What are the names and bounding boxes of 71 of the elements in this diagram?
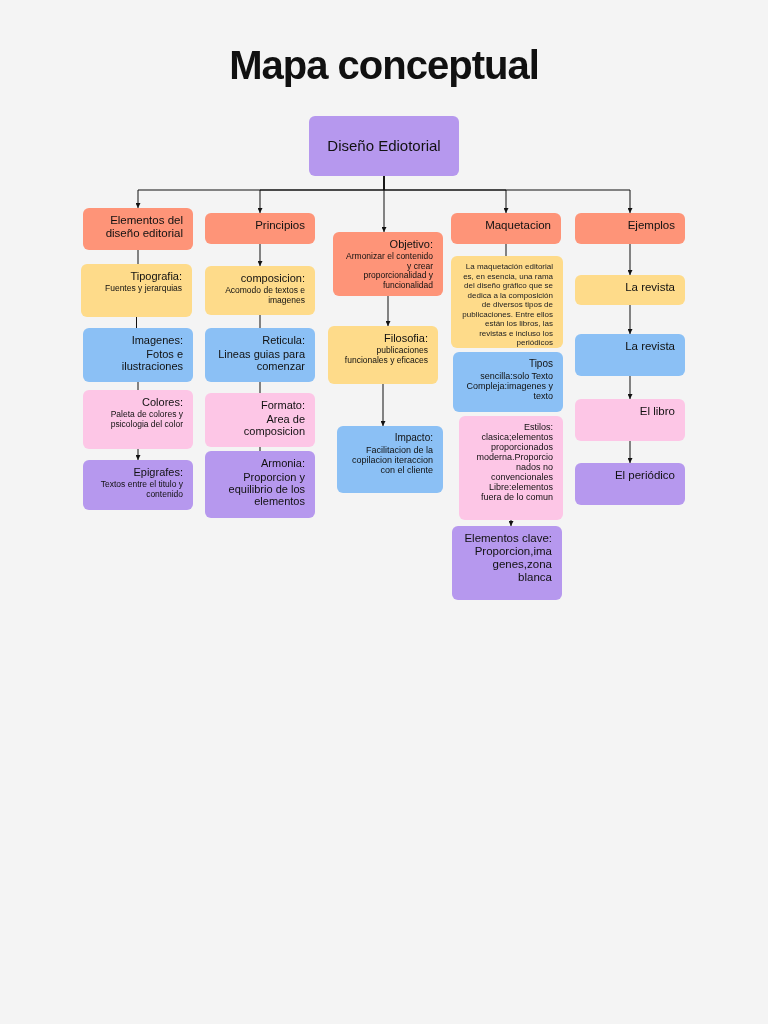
connector-arrow <box>627 243 633 276</box>
concept-description: Armonizar el contenido y crear proporcionalidad y funcionalidad <box>345 252 433 290</box>
concept-box <box>575 463 685 505</box>
concept-description: Fuentes y jerarquias <box>105 284 182 294</box>
concept-box <box>453 352 563 412</box>
concept-title: Estilos: clasica;elementos proporcionados moderna.Proporcio nados no convencionales Libre:elementos fuera de lo comun <box>475 422 553 502</box>
concept-box <box>328 326 438 384</box>
concept-title: La revista <box>625 340 675 353</box>
concept-title: Imagenes: <box>131 334 183 346</box>
concept-title: La revista <box>625 281 675 294</box>
concept-description: Area de composicion <box>242 413 305 437</box>
concept-title: Tipos <box>528 358 553 369</box>
concept-description: Textos entre el titulo y contenido <box>99 480 183 499</box>
concept-title: Maquetacion <box>485 219 551 232</box>
connector-arrow <box>385 295 391 327</box>
connector-arrow <box>135 448 141 461</box>
concept-title: Principios <box>255 219 305 232</box>
concept-title: Colores: <box>142 396 183 408</box>
concept-title: Armonia: <box>260 457 305 469</box>
concept-title: Diseño Ediotorial <box>327 137 441 155</box>
concept-box <box>81 264 192 317</box>
concept-description: Facilitacion de la copilacion iteraccion con el cliente <box>350 445 433 475</box>
concept-box <box>575 275 685 305</box>
connector-arrow <box>627 304 633 335</box>
concept-title: Epigrafes: <box>133 466 183 478</box>
concept-title: composicion: <box>240 272 305 284</box>
concept-title: Elementos clave: Proporcion,ima genes,zona blanca <box>463 532 552 584</box>
concept-box <box>575 213 685 244</box>
concept-title: El periódico <box>614 469 675 482</box>
concept-box <box>575 399 685 441</box>
concept-box <box>83 328 193 382</box>
connector-arrow <box>383 175 633 214</box>
diagram-title: Mapa conceptual <box>228 42 540 89</box>
concept-box <box>83 390 193 449</box>
concept-description: Proporcion y equilibrio de los elementos <box>227 471 305 507</box>
concept-box <box>459 416 563 520</box>
concept-title: Tipografia: <box>130 270 182 282</box>
connector-arrow <box>380 383 386 427</box>
concept-description: Fotos e ilustraciones <box>120 348 183 372</box>
concept-title: Filosofia: <box>383 332 428 344</box>
concept-title: Objetivo: <box>389 238 433 250</box>
concept-description: Paleta de colores y psicologia del color <box>109 410 183 429</box>
connector-arrow <box>627 375 633 400</box>
concept-box <box>337 426 443 493</box>
concept-box <box>205 328 315 382</box>
connector-arrow <box>508 519 514 527</box>
concept-title: Ejemplos <box>627 219 675 232</box>
concept-box <box>83 208 193 250</box>
concept-box <box>83 460 193 510</box>
concept-description: Lineas guias para comenzar <box>217 348 305 372</box>
concept-title: Impacto: <box>394 432 433 443</box>
concept-description: sencilla:solo Texto Compleja:imagenes y texto <box>465 371 553 401</box>
root-concept-box <box>309 116 459 176</box>
concept-title: El libro <box>639 405 675 418</box>
concept-title: Elementos del diseño editorial <box>104 214 183 240</box>
concept-title: La maquetación editorial es, en esencia, una rama del diseño gráfico que se dedica a la composición de diversos tipos de publicaciones. Entre ellos están los libros, las revistas e incluso los periódicos <box>461 262 553 348</box>
concept-description: publicaciones funcionales y eficaces <box>343 346 428 365</box>
concept-box <box>575 334 685 376</box>
connector-arrow <box>257 243 263 267</box>
concept-box <box>205 451 315 518</box>
concept-title: Reticula: <box>262 334 305 346</box>
concept-box <box>205 213 315 244</box>
concept-description: Acomodo de textos e imagenes <box>224 286 305 305</box>
concept-box <box>205 266 315 315</box>
concept-box <box>333 232 443 296</box>
concept-box <box>451 213 561 244</box>
concept-box <box>451 256 563 348</box>
connector-arrow <box>627 440 633 464</box>
concept-box <box>452 526 562 600</box>
concept-box <box>205 393 315 447</box>
concept-title: Formato: <box>261 399 305 411</box>
